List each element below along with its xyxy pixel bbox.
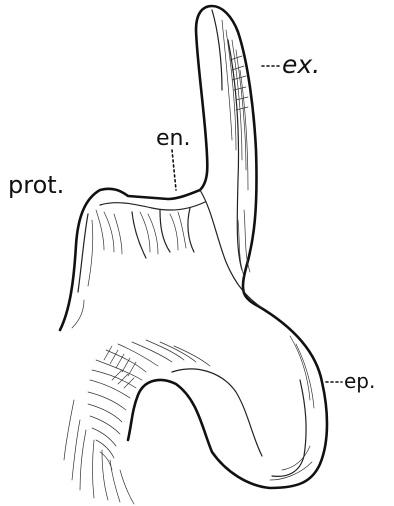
label-ex: ex. [282,50,320,79]
label-prot: prot. [8,171,64,199]
label-en: en. [156,126,190,151]
en-leader-line [172,150,176,190]
shading-hatching [64,20,314,504]
structure-inner-lines [78,10,306,476]
label-ep: ep. [344,369,375,393]
